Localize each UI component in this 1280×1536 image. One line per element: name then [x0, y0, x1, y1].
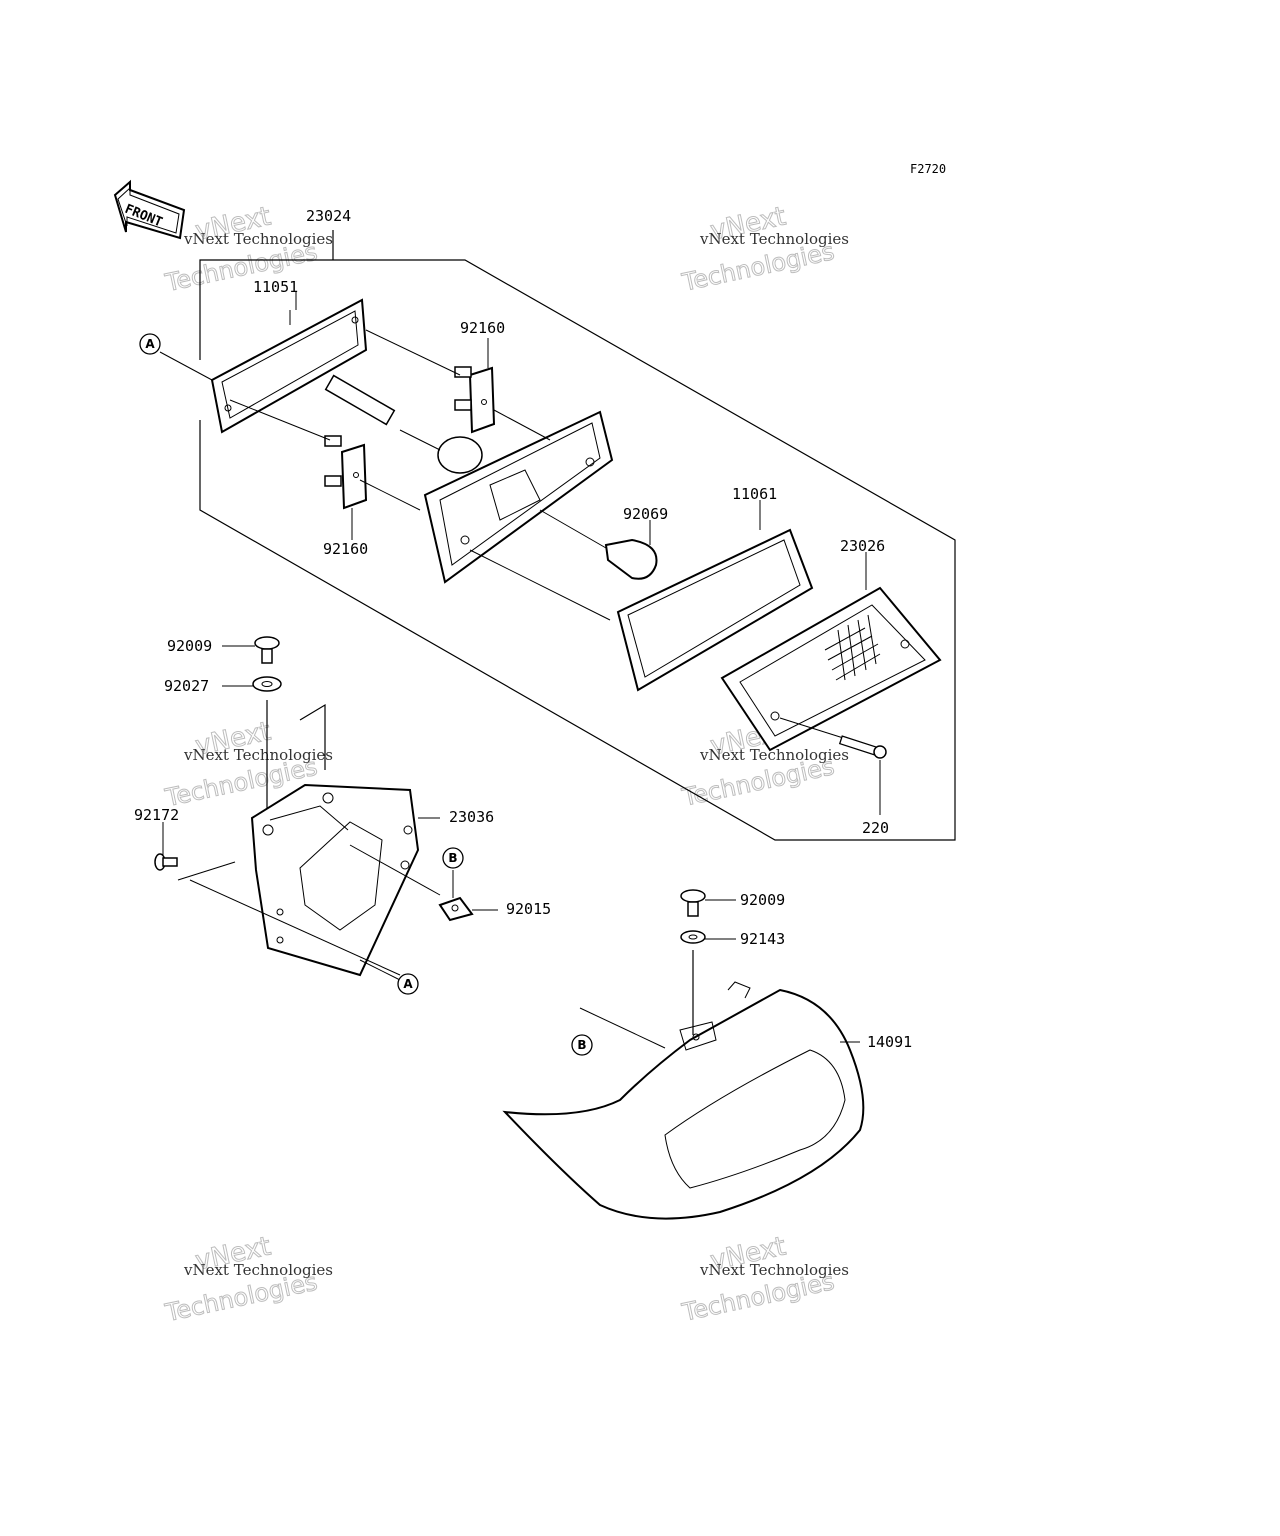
watermark-text: vNext Technologies	[183, 230, 333, 248]
lamp-housing	[359, 409, 614, 621]
nut-92015	[349, 844, 474, 922]
front-arrow-icon: FRONT	[113, 179, 186, 240]
part-label-92143: 92143	[740, 930, 785, 948]
part-label-11051: 11051	[253, 278, 298, 296]
gasket-11051	[210, 298, 368, 434]
part-label-11061: 11061	[732, 485, 777, 503]
washer-92143	[680, 930, 706, 1035]
callout-b-top: B	[442, 847, 464, 869]
screw-220	[779, 717, 887, 815]
part-label-92027: 92027	[164, 677, 209, 695]
bulb-92069	[539, 509, 658, 580]
part-label-23026: 23026	[840, 537, 885, 555]
callout-b-bottom: B	[571, 1034, 593, 1056]
part-label-92069: 92069	[623, 505, 668, 523]
watermark-text: vNext Technologies	[699, 230, 849, 248]
part-label-92009-left: 92009	[167, 637, 212, 655]
washer-92027	[252, 676, 282, 692]
bolt-92009-right	[680, 889, 706, 917]
lens-23026	[720, 586, 942, 752]
lens-gasket-11061	[616, 528, 814, 692]
svg-text:B: B	[448, 851, 457, 865]
bracket-23036	[250, 700, 420, 977]
part-label-92172: 92172	[134, 806, 179, 824]
cover-14091	[502, 981, 865, 1220]
part-label-14091: 14091	[867, 1033, 912, 1051]
bolt-92009-left	[254, 636, 280, 664]
callout-a-top: A	[139, 333, 161, 355]
socket-wire	[324, 374, 483, 474]
bolt-92160-bottom	[229, 399, 368, 510]
watermark-text: vNext Technologies	[183, 1261, 333, 1279]
callout-a-bottom: A	[397, 973, 419, 995]
part-label-92015: 92015	[506, 900, 551, 918]
part-label-23036: 23036	[449, 808, 494, 826]
leader-lines	[159, 292, 867, 1043]
part-label-23024: 23024	[306, 207, 351, 225]
part-label-92009-right: 92009	[740, 891, 785, 909]
part-label-92160-bottom: 92160	[323, 540, 368, 558]
svg-text:B: B	[577, 1038, 586, 1052]
part-label-220: 220	[862, 819, 889, 837]
svg-text:A: A	[145, 337, 155, 351]
bolt-92172	[154, 853, 401, 976]
figure-code: F2720	[910, 162, 946, 176]
watermark-text: vNext Technologies	[699, 1261, 849, 1279]
svg-text:A: A	[403, 977, 413, 991]
assembly-boundary-23024	[199, 230, 956, 841]
part-label-92160-top: 92160	[460, 319, 505, 337]
bolt-92160-top	[365, 329, 496, 434]
watermark-text: vNext Technologies	[699, 746, 849, 764]
watermark-text: vNext Technologies	[183, 746, 333, 764]
